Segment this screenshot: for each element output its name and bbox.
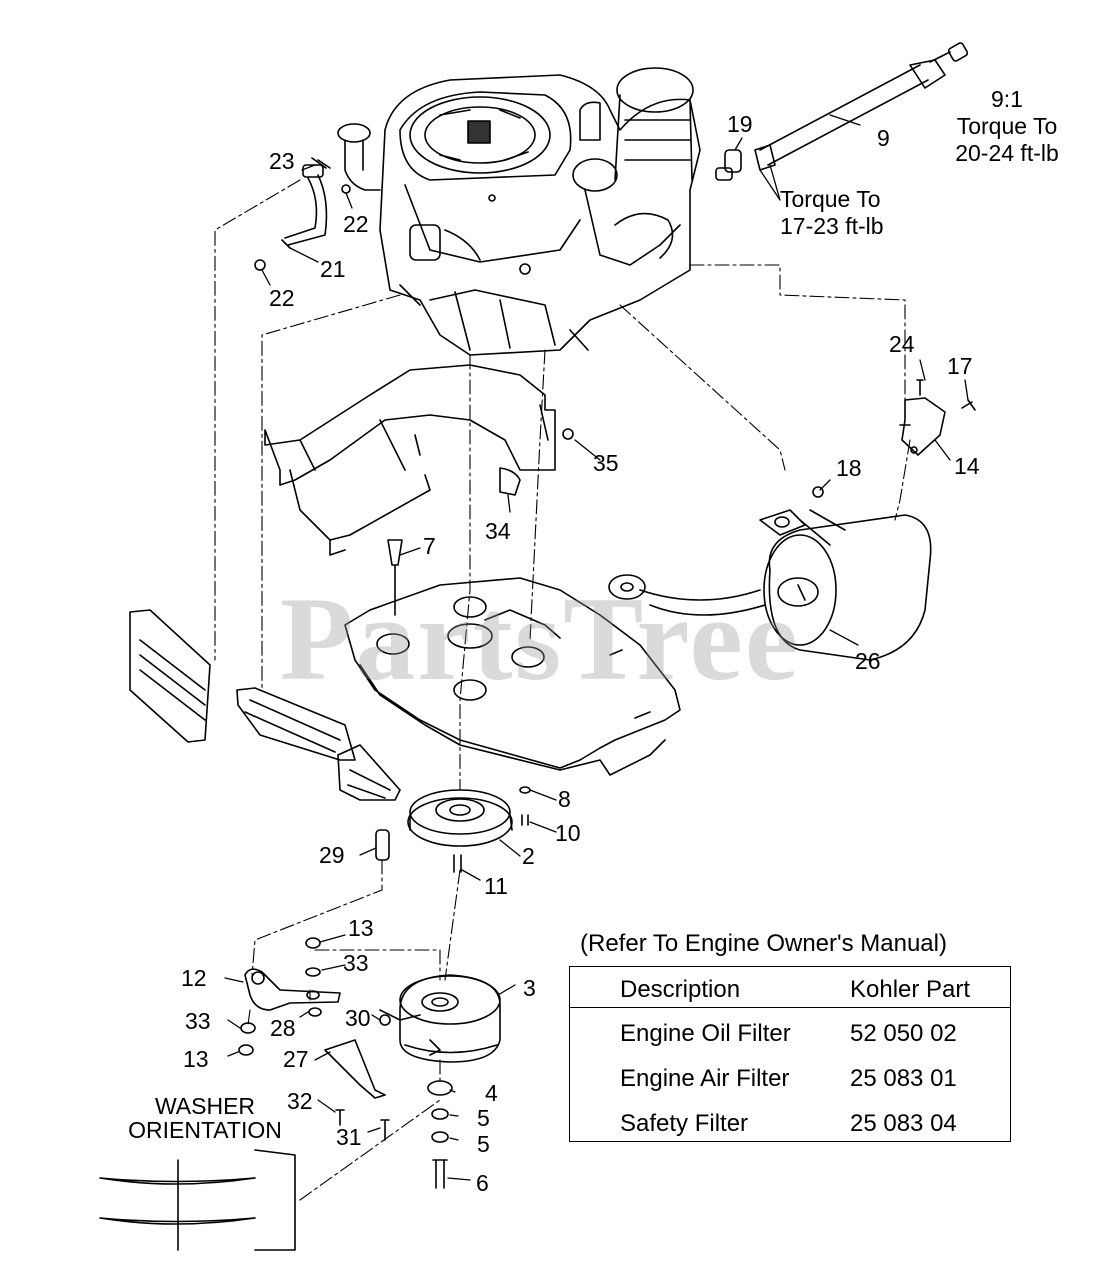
callout-33b: 33 — [185, 1008, 211, 1034]
kohler-reference-note: (Refer To Engine Owner's Manual) — [580, 930, 947, 957]
callout-14: 14 — [954, 453, 980, 479]
callout-4: 4 — [485, 1080, 498, 1106]
callout-2: 2 — [522, 843, 535, 869]
callout-21: 21 — [320, 256, 346, 282]
row-description: Safety Filter — [620, 1110, 749, 1137]
callout-19: 19 — [727, 111, 753, 137]
torque-note-label: Torque To — [956, 113, 1058, 139]
washer-title-line2: ORIENTATION — [128, 1117, 282, 1143]
assembly-lines — [214, 179, 911, 1201]
torque-note-value: 20-24 ft-lb — [955, 140, 1059, 166]
callout-27: 27 — [283, 1046, 309, 1072]
callout-leaders — [224, 114, 969, 1181]
washer-orientation-title: WASHER ORIENTATION — [100, 1094, 310, 1142]
hydro-pump-shaft — [715, 42, 969, 181]
engine-mounting-plate — [344, 539, 681, 776]
table-header: Description Kohler Part — [570, 967, 1010, 1008]
callout-28: 28 — [270, 1015, 296, 1041]
row-description: Engine Oil Filter — [620, 1020, 791, 1047]
engine — [337, 67, 701, 356]
header-kohler-part: Kohler Part — [850, 976, 971, 1003]
row-part-number: 52 050 02 — [850, 1020, 957, 1047]
muffler-bracket — [899, 379, 976, 456]
row-description: Engine Air Filter — [620, 1065, 790, 1092]
callout-26: 26 — [855, 648, 881, 674]
callout-3: 3 — [523, 975, 536, 1001]
callout-11: 11 — [484, 873, 508, 899]
callout-8: 8 — [558, 786, 571, 812]
partstree-watermark: PartsTree — [280, 572, 800, 705]
callout-33a: 33 — [343, 950, 369, 976]
washer-title-line1: WASHER — [154, 1093, 256, 1119]
washer-orientation-detail — [99, 1149, 296, 1251]
muffler — [608, 486, 932, 661]
engine-side-guards — [129, 609, 401, 801]
callout-9: 9 — [877, 125, 890, 151]
table-row: Safety Filter 25 083 04 — [570, 1098, 1010, 1143]
callout-34: 34 — [485, 518, 511, 544]
engine-pulley — [375, 786, 531, 873]
callout-22b: 22 — [269, 285, 295, 311]
callout-18: 18 — [836, 455, 862, 481]
callout-22a: 22 — [343, 211, 369, 237]
callout-10: 10 — [555, 820, 581, 846]
callout-6: 6 — [476, 1170, 489, 1196]
callout-23: 23 — [269, 148, 295, 174]
callout-29: 29 — [319, 842, 345, 868]
idler-arm — [238, 937, 341, 1056]
callout-13a: 13 — [348, 915, 374, 941]
row-part-number: 25 083 04 — [850, 1110, 957, 1137]
header-description: Description — [620, 976, 741, 1003]
callout-13b: 13 — [183, 1046, 209, 1072]
torque-note-clamps: Torque To 17-23 ft-lb — [780, 186, 904, 240]
torque-note-ratio: 9:1 — [991, 86, 1023, 112]
callout-35: 35 — [593, 450, 619, 476]
table-row: Engine Oil Filter 52 050 02 — [570, 1008, 1010, 1053]
callout-12: 12 — [181, 965, 207, 991]
heat-shield — [264, 364, 574, 556]
electric-pto-clutch — [324, 974, 501, 1189]
torque-note-value: 17-23 ft-lb — [780, 213, 884, 239]
callout-31: 31 — [336, 1124, 362, 1150]
torque-note-label: Torque To — [780, 186, 881, 212]
callout-5b: 5 — [477, 1131, 490, 1157]
breather-hose — [254, 157, 351, 271]
row-part-number: 25 083 01 — [850, 1065, 957, 1092]
torque-note-hose-end: 9:1 Torque To 20-24 ft-lb — [945, 86, 1069, 167]
kohler-parts-table: Description Kohler Part Engine Oil Filte… — [569, 966, 1011, 1142]
callout-5a: 5 — [477, 1105, 490, 1131]
table-row: Engine Air Filter 25 083 01 — [570, 1053, 1010, 1098]
callout-30: 30 — [345, 1005, 371, 1031]
callout-17: 17 — [947, 353, 973, 379]
callout-32: 32 — [287, 1088, 313, 1114]
callout-7: 7 — [423, 533, 436, 559]
callout-24: 24 — [889, 331, 915, 357]
